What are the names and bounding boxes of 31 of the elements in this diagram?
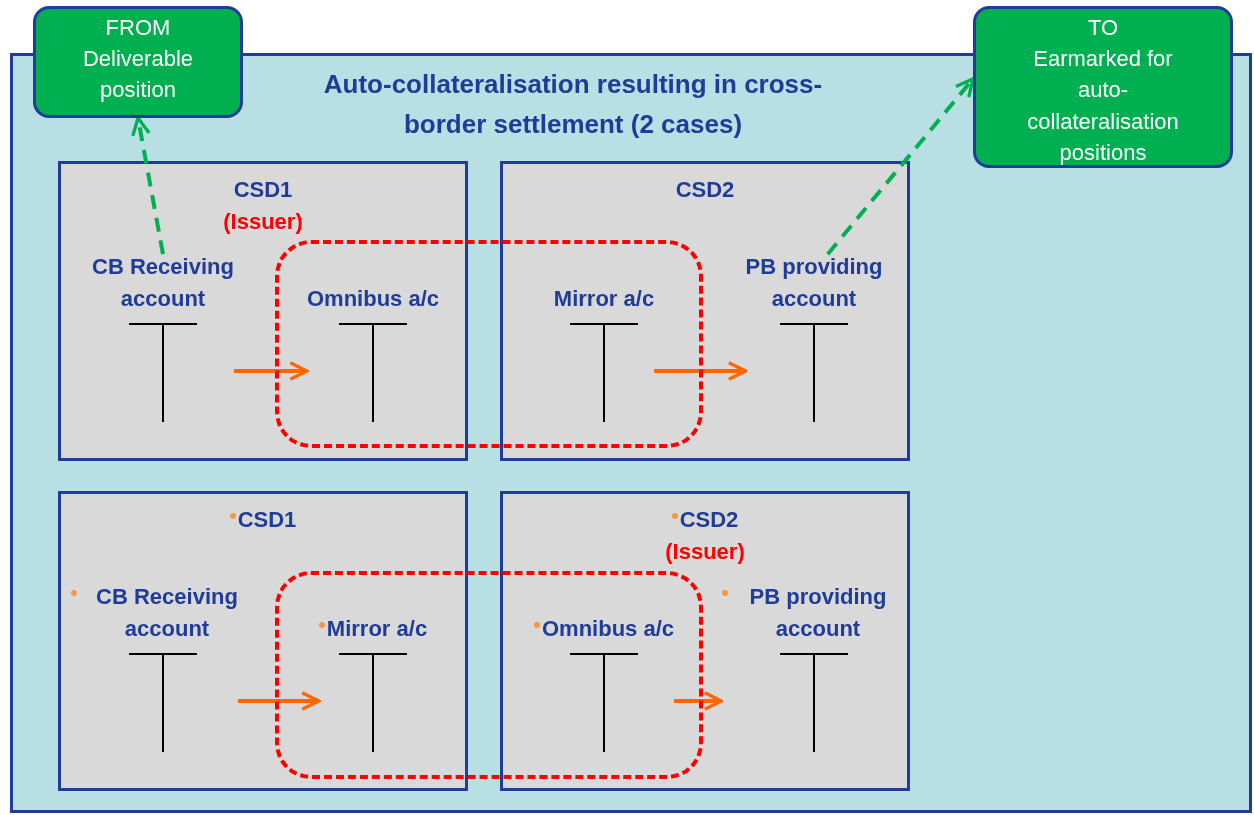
box-label: FROM [104,14,172,42]
csd-panel [58,161,468,461]
csd-name: CSD1 [232,176,294,204]
account-label: Mirror a/c [326,615,428,644]
arrow [237,691,321,711]
dashed-arrow [131,116,165,255]
account-label: Omnibus a/c [541,615,674,644]
arrow [654,361,748,381]
csd-panel [58,491,468,791]
account-label: CB Receiving account [95,583,239,644]
account-label: PB providing account [748,583,888,644]
dashed-arrow [826,77,975,256]
box-label: TO [1086,14,1120,42]
issuer-label: (Issuer) [664,537,746,566]
account-label: CB Receiving account [91,253,235,314]
csd-name: CSD2 [674,176,736,204]
csd-name: CSD2 [679,506,739,534]
arrow [674,691,724,711]
account-label: Omnibus a/c [306,285,439,314]
from-position-box [33,6,243,118]
to-position-box [973,6,1233,168]
box-label: Deliverable position [81,45,195,105]
account-label: Mirror a/c [553,285,655,314]
csd-panel [500,491,910,791]
arrow [233,361,309,381]
csd-panel [500,161,910,461]
box-label: Earmarked for auto-collateralisation positions [1026,45,1180,167]
csd-name: CSD1 [237,506,297,534]
panel-title: Auto-collateralisation resulting in cross-border settlement (2 cases) [322,68,824,142]
account-label: PB providing account [744,253,884,314]
issuer-label: (Issuer) [222,207,304,236]
